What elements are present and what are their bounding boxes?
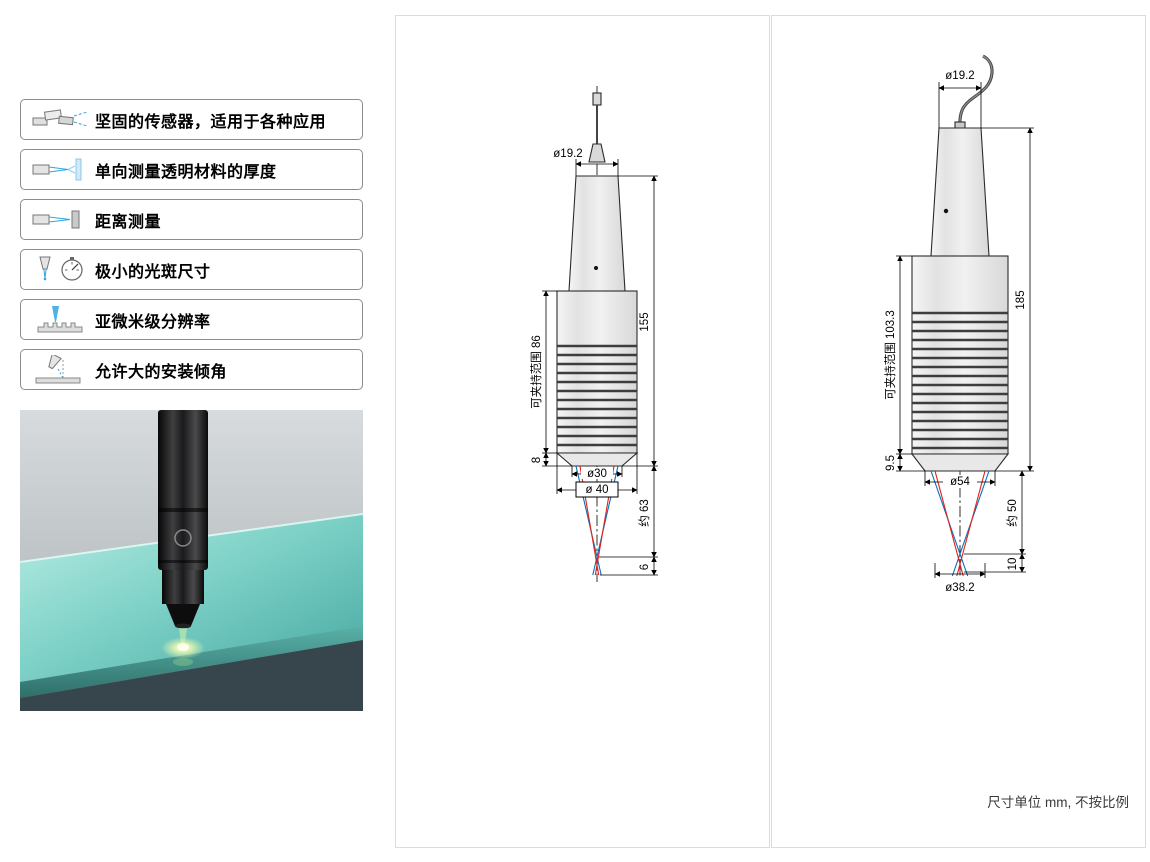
feature-label: 极小的光斑尺寸 [95, 263, 211, 281]
dim-clamping-range: 可夹持范围 103.3 [883, 310, 897, 399]
product-photo [19, 410, 364, 711]
fiber-cable-highlight [959, 55, 993, 129]
feature-label: 允许大的安装倾角 [95, 363, 228, 381]
dim-clamping-range: 可夹持范围 86 [529, 335, 543, 409]
measuring-beam [930, 470, 990, 577]
small-spot-icon [27, 253, 95, 287]
dim-top-diameter: ø19.2 [945, 70, 974, 82]
fiber-connector [592, 92, 602, 106]
sub-micron-resolution-icon [27, 303, 95, 337]
sensor-outline [555, 92, 639, 467]
dimensions: ø19.2 155 可夹持范围 86 8 ø30 [529, 148, 658, 576]
feature-item: 坚固的传感器，适用于各种应用 [20, 99, 363, 140]
fiber-boot [588, 143, 606, 163]
dim-nozzle-length: 9.5 [885, 455, 897, 471]
feature-label: 单向测量透明材料的厚度 [95, 163, 277, 181]
fiber-cable [958, 54, 994, 129]
sensor-nozzle [910, 453, 1010, 472]
feature-label: 距离测量 [95, 213, 162, 231]
dim-working-distance: 约 50 [1005, 499, 1019, 527]
dim-spot-circle-diameter: ø38.2 [945, 582, 974, 594]
dimension-drawing-right: ø19.2 185 可夹持范围 103.3 9.5 ø54 约 [883, 54, 1034, 594]
cone-mark [943, 208, 949, 214]
distance-measure-icon [27, 203, 95, 237]
dimension-drawing-left: ø19.2 155 可夹持范围 86 8 ø30 [529, 86, 658, 582]
cone-mark [594, 266, 598, 270]
pencil-sensor [158, 410, 208, 629]
feature-list: 坚固的传感器，适用于各种应用 单向测量透明材料的厚度 距离测量 [20, 99, 363, 390]
dim-total-length: 155 [639, 312, 651, 331]
clamping-threads [557, 344, 637, 447]
dim-top-diameter: ø19.2 [553, 148, 582, 160]
feature-item: 允许大的安装倾角 [20, 349, 363, 390]
units-footnote: 尺寸单位 mm, 不按比例 [987, 795, 1129, 810]
dim-nozzle-length: 8 [531, 457, 543, 463]
dim-total-length: 185 [1015, 290, 1027, 309]
clamping-threads [912, 311, 1008, 450]
sensor-outline [910, 54, 1010, 472]
drawing-panel-left: ø19.2 155 可夹持范围 86 8 ø30 [395, 15, 770, 848]
drawing-panel-right: ø19.2 185 可夹持范围 103.3 9.5 ø54 约 [771, 15, 1146, 848]
feature-item: 亚微米级分辨率 [20, 299, 363, 340]
laser-spot [161, 628, 205, 666]
thickness-measure-icon [27, 153, 95, 187]
feature-label: 坚固的传感器，适用于各种应用 [95, 113, 327, 131]
sensor-cone [568, 175, 626, 292]
sensor-nozzle [555, 452, 639, 467]
dimensions: ø19.2 185 可夹持范围 103.3 9.5 ø54 约 [883, 70, 1034, 594]
tilt-angle-icon [27, 353, 95, 387]
feature-item: 距离测量 [20, 199, 363, 240]
feature-item: 单向测量透明材料的厚度 [20, 149, 363, 190]
feature-label: 亚微米级分辨率 [95, 313, 211, 331]
me-logo [174, 529, 192, 547]
dim-measuring-range: 10 [1007, 558, 1019, 571]
rugged-sensors-icon [27, 103, 95, 137]
dim-working-distance: 约 63 [637, 499, 651, 527]
dim-nozzle-diameter: ø30 [587, 468, 607, 480]
sensor-cone [930, 127, 990, 257]
dim-housing-diameter: ø 40 [585, 484, 608, 496]
theoretical-dim-box [575, 481, 619, 498]
sensor-body [911, 255, 1009, 455]
feature-item: 极小的光斑尺寸 [20, 249, 363, 290]
dim-measuring-range: 6 [639, 564, 651, 570]
dim-nozzle-diameter: ø54 [950, 476, 970, 488]
